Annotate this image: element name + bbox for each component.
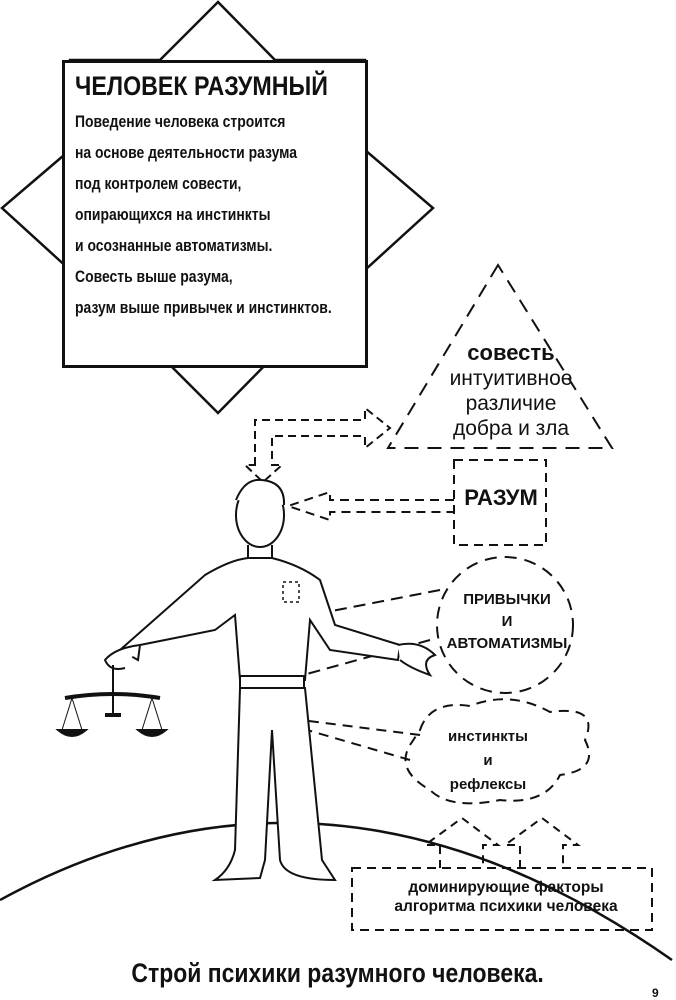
reason-arrow: [284, 490, 454, 522]
conscience-title: совесть: [467, 340, 555, 365]
human-reasonable-box: ЧЕЛОВЕК РАЗУМНЫЙ Поведение человека стро…: [62, 60, 368, 368]
star-line: на основе деятельности разума: [75, 143, 298, 162]
habits-line: И: [501, 613, 513, 630]
caption-text: Строй психики разумного человека.: [131, 958, 545, 988]
conscience-line: добра и зла: [452, 417, 570, 440]
star-line: под контролем совести,: [75, 174, 242, 193]
instincts-label: инстинкты и рефлексы: [418, 725, 558, 797]
habits-circle: [436, 556, 574, 694]
dominant-line: алгоритма психики человека: [394, 898, 618, 915]
ground-arc: [0, 821, 673, 962]
star-line: Совесть выше разума,: [75, 267, 233, 286]
star-line: Поведение человека строится: [75, 112, 286, 131]
dominant-factors-label: доминирующие факторы алгоритма психики ч…: [356, 878, 656, 916]
dominant-box: [351, 867, 653, 931]
reason-label: РАЗУМ: [464, 485, 538, 510]
arrow-up-right: [501, 816, 581, 868]
conscience-line: различие: [465, 392, 557, 415]
instincts-line: рефлексы: [449, 776, 527, 793]
star-line: и осознанные автоматизмы.: [75, 236, 273, 255]
instincts-cloud: [404, 698, 591, 805]
scales-icon: [55, 665, 169, 737]
instincts-line: и: [483, 752, 493, 769]
conscience-label: совесть интуитивное различие добра и зла: [400, 340, 622, 441]
page-caption: Строй психики разумного человека.: [0, 958, 676, 989]
star-heading: ЧЕЛОВЕК РАЗУМНЫЙ: [75, 71, 328, 101]
star-line: опирающихся на инстинкты: [75, 205, 271, 224]
dominant-line: доминирующие факторы: [408, 879, 604, 896]
arrow-up-left: [421, 816, 501, 868]
instincts-line: инстинкты: [448, 728, 528, 745]
man-figure: [103, 478, 437, 882]
conscience-arrow: [242, 405, 392, 484]
reason-box: [453, 459, 547, 546]
habits-label: ПРИВЫЧКИ И АВТОМАТИЗМЫ: [432, 589, 582, 655]
habits-line: ПРИВЫЧКИ: [463, 591, 551, 608]
conscience-triangle: [386, 263, 614, 449]
page-number: 9: [652, 986, 659, 1000]
conscience-line: интуитивное: [449, 367, 573, 390]
habits-line: АВТОМАТИЗМЫ: [446, 635, 568, 652]
star-line: разум выше привычек и инстинктов.: [75, 298, 332, 317]
